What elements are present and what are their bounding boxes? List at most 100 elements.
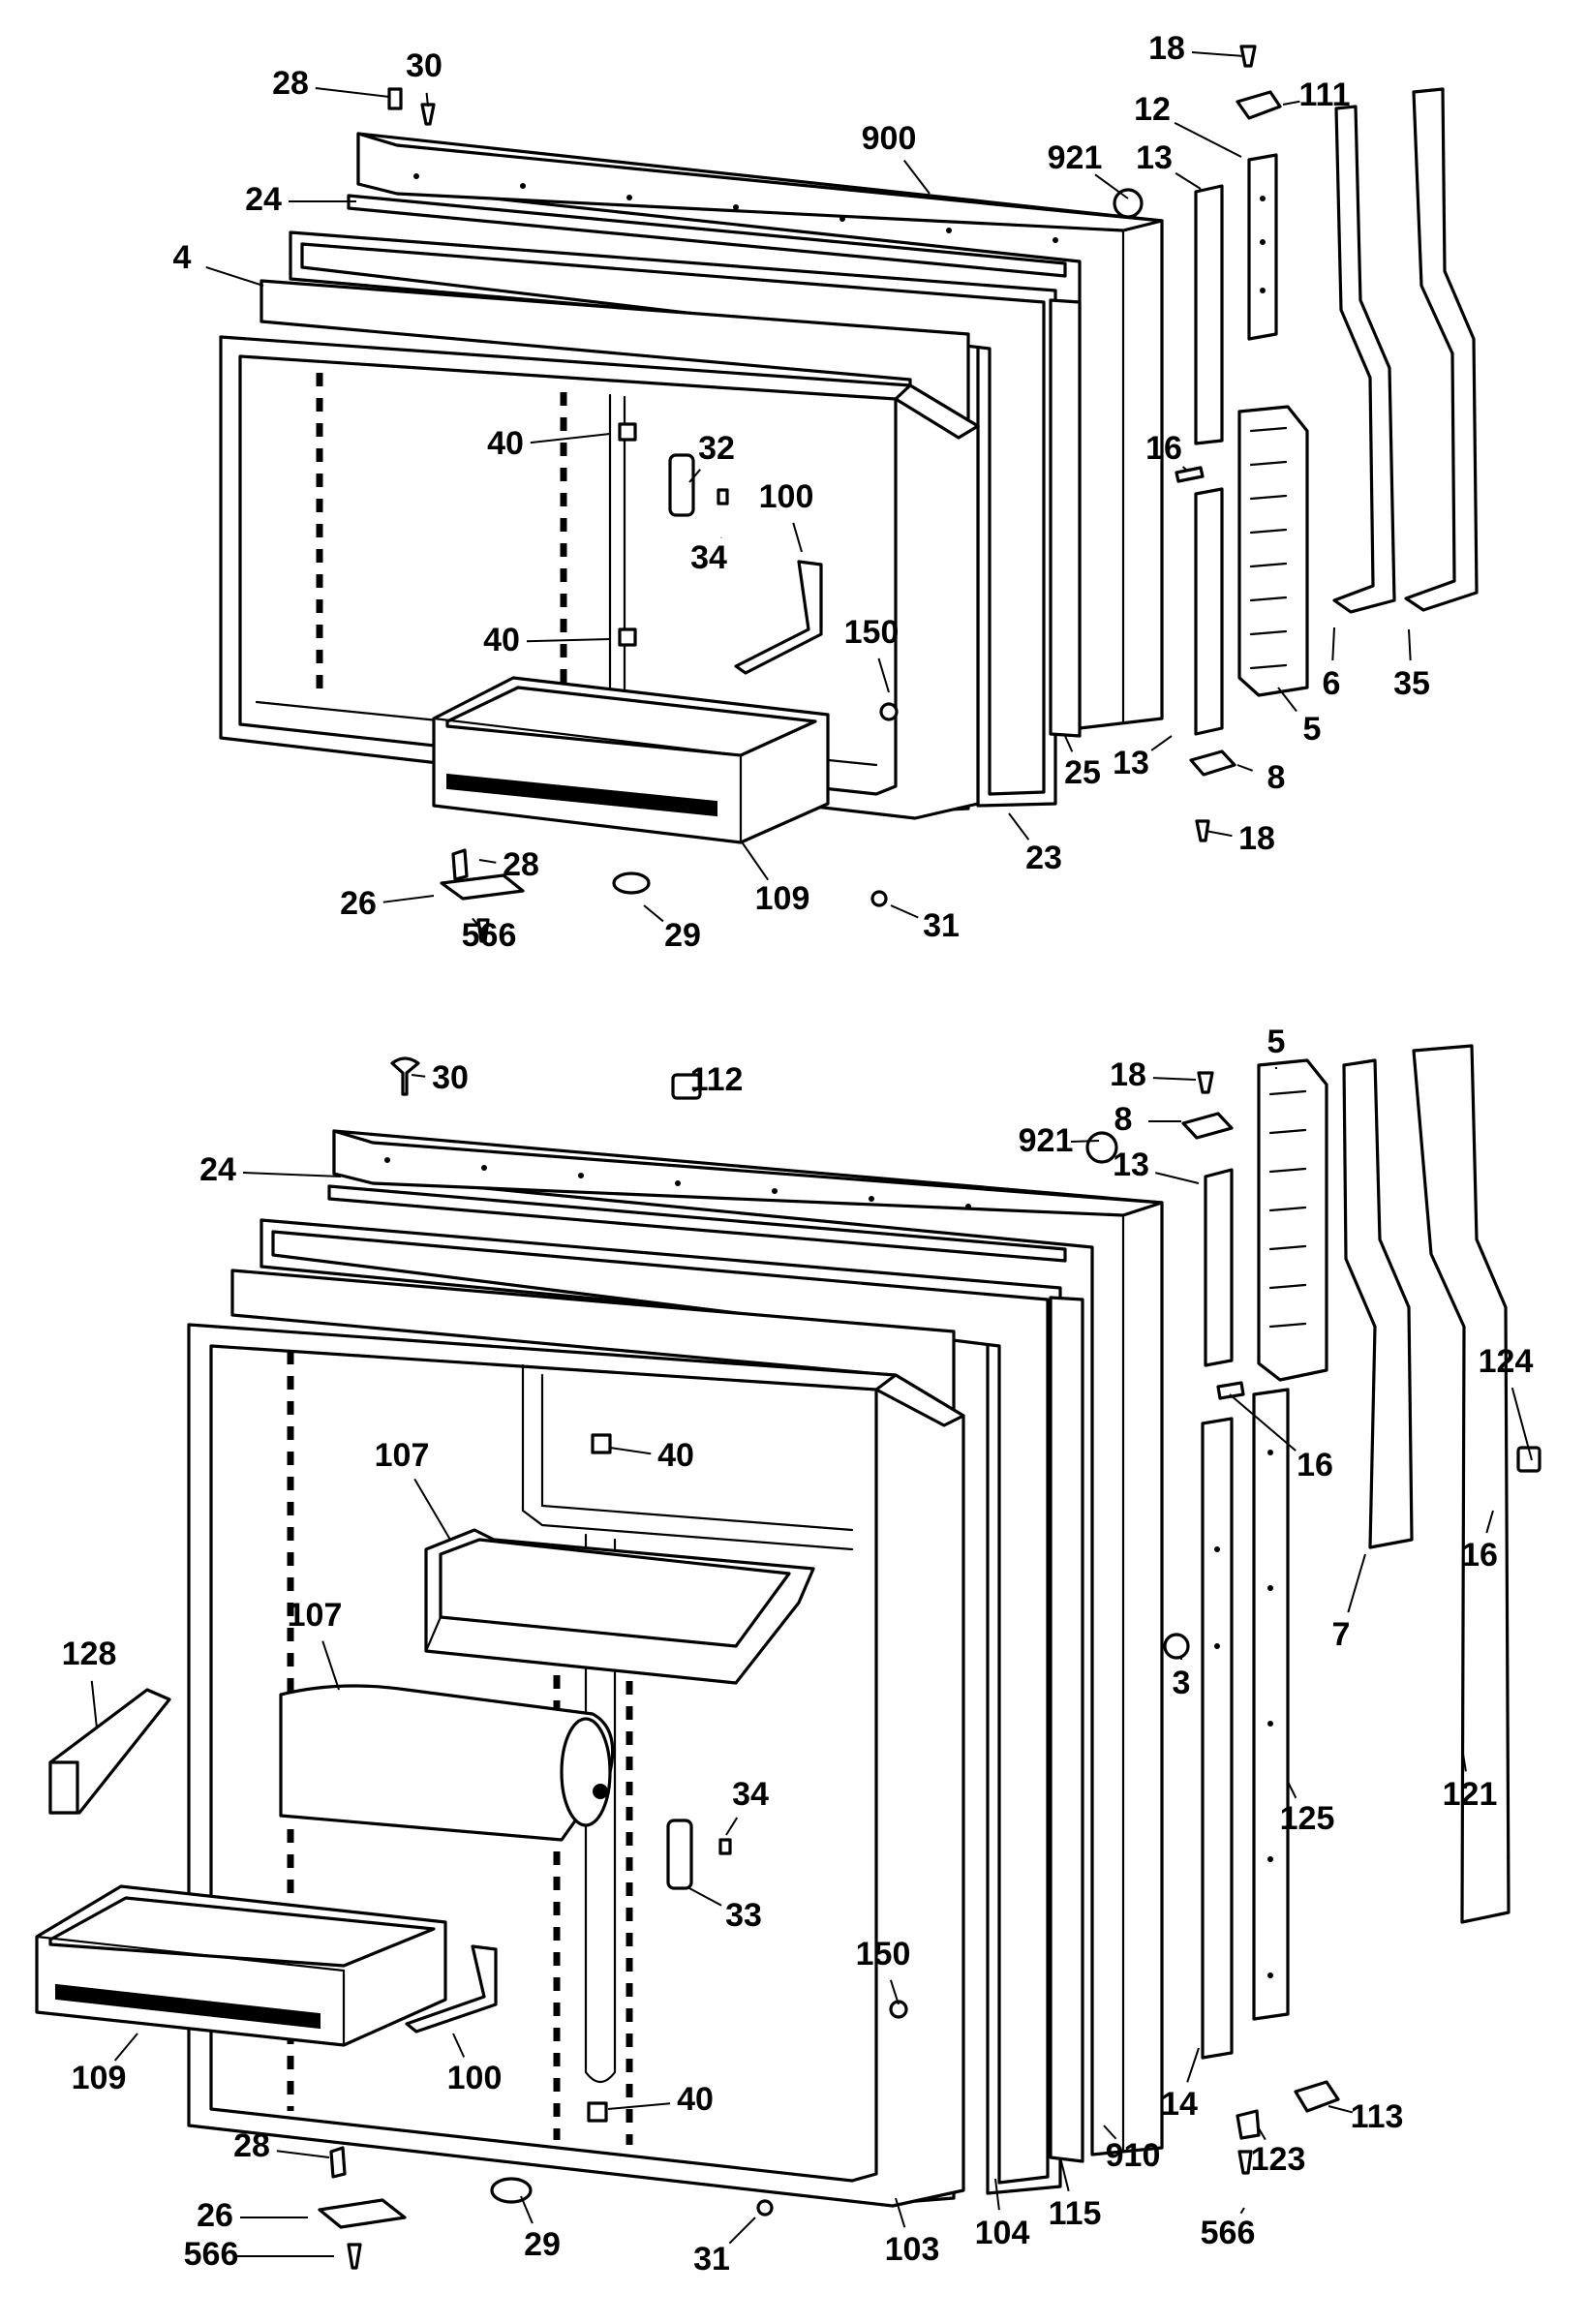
leader-line-18 bbox=[1205, 830, 1233, 838]
leader-line-40 bbox=[609, 1447, 652, 1455]
leader-line-16 bbox=[1181, 466, 1187, 471]
leader-line-13 bbox=[1155, 1172, 1200, 1184]
leader-line-4 bbox=[205, 266, 264, 287]
part-label-8: 8 bbox=[1267, 759, 1286, 796]
leader-line-103 bbox=[895, 2197, 906, 2228]
leader-line-5 bbox=[1277, 687, 1297, 713]
part-label-32: 32 bbox=[698, 430, 735, 467]
door-seal-115 bbox=[1049, 1296, 1084, 2163]
leader-line-16 bbox=[1229, 1393, 1297, 1452]
part-label-28: 28 bbox=[233, 2127, 270, 2164]
leader-line-910 bbox=[1103, 2125, 1117, 2140]
part-label-18: 18 bbox=[1148, 30, 1185, 67]
fresh-food-door-assembly bbox=[35, 1044, 1541, 2270]
leader-line-31 bbox=[890, 904, 919, 919]
leader-line-16 bbox=[1485, 1510, 1494, 1534]
leader-line-40 bbox=[607, 2102, 671, 2110]
part-label-34: 34 bbox=[732, 1776, 769, 1813]
part-label-121: 121 bbox=[1443, 1776, 1498, 1813]
part-label-18: 18 bbox=[1238, 820, 1275, 857]
leader-line-24 bbox=[242, 1172, 342, 1177]
leader-line-115 bbox=[1059, 2156, 1070, 2192]
leader-line-150 bbox=[877, 657, 890, 693]
handle-35 bbox=[1404, 87, 1479, 612]
dairy-bin-107 bbox=[279, 1684, 615, 1842]
leader-line-150 bbox=[889, 1979, 900, 2005]
door-inner-liner bbox=[219, 335, 980, 820]
freezer-door-assembly bbox=[219, 45, 1479, 943]
hinge-pin-28-b bbox=[329, 2146, 347, 2179]
leader-line-900 bbox=[902, 160, 931, 195]
leader-line-29 bbox=[520, 2195, 534, 2224]
part-label-107: 107 bbox=[288, 1597, 343, 1634]
storage-pan-109-lower bbox=[35, 1884, 447, 2047]
door-shelf-107-upper bbox=[424, 1528, 815, 1685]
part-label-109: 109 bbox=[755, 880, 810, 917]
part-label-5: 5 bbox=[1267, 1024, 1286, 1060]
leader-line-128 bbox=[90, 1680, 98, 1729]
hinge-plate-26 bbox=[440, 873, 525, 901]
part-label-123: 123 bbox=[1251, 2141, 1306, 2178]
hinge-8 bbox=[1189, 749, 1236, 777]
door-liner-seal-25 bbox=[1049, 298, 1082, 738]
leader-line-8 bbox=[1236, 764, 1254, 772]
part-label-23: 23 bbox=[1025, 840, 1062, 876]
bar-128-end bbox=[48, 1760, 79, 1815]
leader-line-124 bbox=[1511, 1387, 1533, 1461]
part-label-566: 566 bbox=[184, 2236, 239, 2273]
trim-13-b bbox=[1204, 1168, 1234, 1367]
part-label-33: 33 bbox=[725, 1897, 762, 1934]
part-label-16: 16 bbox=[1145, 430, 1182, 467]
part-label-115: 115 bbox=[1049, 2195, 1102, 2232]
part-label-24: 24 bbox=[199, 1151, 236, 1188]
part-label-128: 128 bbox=[62, 1636, 117, 1672]
plug-921 bbox=[1113, 188, 1144, 219]
leader-line-13 bbox=[1175, 171, 1202, 190]
part-label-124: 124 bbox=[1479, 1343, 1534, 1380]
handle-7 bbox=[1342, 1058, 1414, 1549]
part-label-26: 26 bbox=[340, 885, 377, 922]
bracket-32 bbox=[668, 453, 695, 517]
part-label-13: 13 bbox=[1113, 745, 1149, 781]
bracket-33 bbox=[666, 1819, 693, 1890]
leader-line-109 bbox=[113, 2033, 138, 2062]
stop-40-lower-b bbox=[587, 2101, 608, 2123]
leader-line-40 bbox=[530, 433, 611, 444]
part-label-104: 104 bbox=[975, 2215, 1030, 2251]
bracket-123 bbox=[1236, 2109, 1261, 2140]
door-strip-24-lower bbox=[327, 1184, 1067, 1263]
leader-line-566 bbox=[1239, 2207, 1245, 2215]
leader-line-34 bbox=[725, 1817, 739, 1836]
leader-line-40 bbox=[526, 638, 611, 643]
leader-line-104 bbox=[994, 2178, 1000, 2211]
bracket-113 bbox=[1294, 2080, 1340, 2113]
part-label-4: 4 bbox=[173, 239, 192, 276]
part-label-109: 109 bbox=[72, 2060, 127, 2096]
grille-5-b bbox=[1257, 1058, 1328, 1382]
part-label-40: 40 bbox=[677, 2081, 714, 2118]
trim-13-upper bbox=[1194, 184, 1224, 445]
leader-line-25 bbox=[1064, 735, 1074, 752]
part-label-40: 40 bbox=[657, 1437, 694, 1474]
leader-line-18 bbox=[1152, 1077, 1197, 1081]
leader-line-14 bbox=[1186, 2047, 1200, 2083]
hinge-8-b bbox=[1181, 1112, 1234, 1140]
clip-112 bbox=[671, 1073, 702, 1100]
part-label-29: 29 bbox=[664, 917, 701, 954]
leader-line-121 bbox=[1461, 1747, 1467, 1772]
part-label-30: 30 bbox=[406, 47, 443, 84]
screw-30-b bbox=[390, 1056, 420, 1096]
leader-line-33 bbox=[688, 1887, 722, 1907]
part-label-5: 5 bbox=[1303, 711, 1322, 748]
leader-line-32 bbox=[688, 469, 701, 483]
leader-line-109 bbox=[740, 840, 770, 881]
screw-16-b bbox=[1216, 1381, 1245, 1400]
part-label-910: 910 bbox=[1106, 2137, 1161, 2174]
grille-5 bbox=[1237, 405, 1309, 697]
leader-line-30 bbox=[411, 1074, 426, 1078]
leader-line-113 bbox=[1328, 2105, 1354, 2114]
part-label-150: 150 bbox=[856, 1936, 911, 1972]
hinge-plate-26-b bbox=[318, 2198, 407, 2229]
part-label-921: 921 bbox=[1048, 139, 1103, 176]
